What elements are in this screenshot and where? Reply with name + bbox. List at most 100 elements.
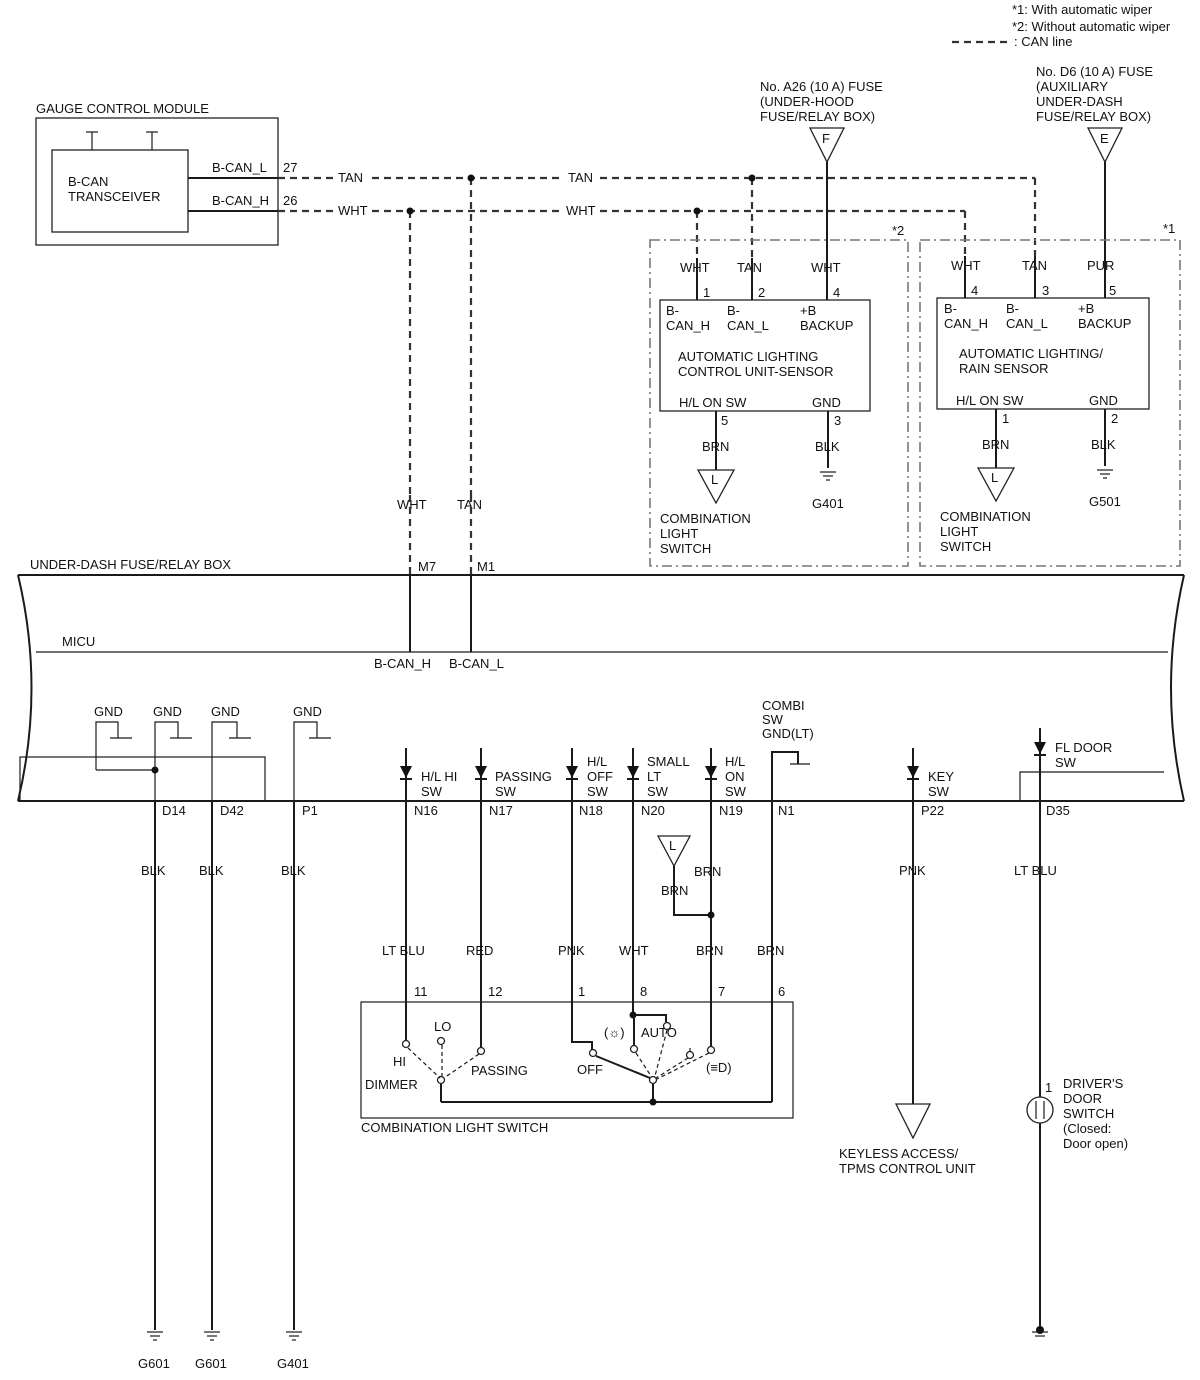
label-sensor2-p6: 3 [834,413,841,428]
fuse-a26: No. A26 (10 A) FUSE (UNDER-HOOD FUSE/REL… [760,79,883,300]
label-inputs-small_a: SMALL [647,754,690,769]
pin-p22: P22 [921,803,944,818]
label-grounds-blk: BLK [141,863,166,878]
label-sensor1-p3: 5 [1109,283,1116,298]
label-inputs-hloff_c: SW [587,784,609,799]
label-harness-p11: 11 [414,984,428,999]
gauge-pin-l-name: B-CAN_L [212,160,267,175]
label-inputs-key_b: SW [928,784,950,799]
micu-grounds: GND GND GND GND D14 D42 P1 BLK BLK BLK G… [94,704,331,1371]
fuse-a26-tag: F [822,131,830,146]
label-door-l4: (Closed: [1063,1121,1111,1136]
label-sensor2-pin2a: B- [727,303,740,318]
label-inputs-hloff_a: H/L [587,754,607,769]
legend: *1: With automatic wiper *2: Without aut… [952,2,1171,49]
combination-switch-harness: L BRN BRN LT BLU RED PNK WHT BRN BRN 11 … [382,801,1057,1330]
micu-ground-block [19,756,266,802]
label-sensor1-p6: 2 [1111,411,1118,426]
keyless-access-unit: KEYLESS ACCESS/ TPMS CONTROL UNIT [839,1103,976,1176]
label-door-pin: 1 [1045,1080,1052,1095]
sensor2-pin-2: 2 [758,285,765,300]
can-tan-label-2: TAN [568,170,593,185]
pin-d35: D35 [1046,803,1070,818]
gauge-pin-h-name: B-CAN_H [212,193,269,208]
label-combo_switch-hi: HI [393,1054,406,1069]
pin-n17: N17 [489,803,513,818]
label-inputs-small_b: LT [647,769,661,784]
label-sensor2-w6: BLK [815,439,840,454]
keyless-label-2: TPMS CONTROL UNIT [839,1161,976,1176]
label-harness-door_color: LT BLU [1014,863,1057,878]
legend-note-1: *1: With automatic wiper [1012,2,1153,17]
label-harness-p12: 12 [488,984,502,999]
label-door-l1: DRIVER'S [1063,1076,1124,1091]
label-inputs-pass_b: SW [495,784,517,799]
gauge-pin-l-number: 27 [283,160,297,175]
legend-note-2: *2: Without automatic wiper [1012,19,1171,34]
label-sensor1-dest1: COMBINATION [940,509,1031,524]
pin-d42: D42 [220,803,244,818]
label-grounds-blk: BLK [199,863,224,878]
sensor2-wire-2: TAN [737,260,762,275]
label-inputs-pass_a: PASSING [495,769,552,784]
label-combo_switch-lo: LO [434,1019,451,1034]
label-combo_switch-auto: AUTO [641,1025,677,1040]
label-harness-p7: 7 [718,984,725,999]
label-sensor1-sw: H/L ON SW [956,393,1024,408]
sensor1-ground: G501 [1089,494,1121,509]
can-wht-label-2: WHT [566,203,596,218]
label-grounds-gnd: GND [94,704,123,719]
lighting-rain-sensor: *1 WHT TAN PUR 4 3 5 B- CAN_H B- CAN_L +… [919,221,1181,567]
label-harness-brn: BRN [694,864,721,879]
label-combo_switch-passing: PASSING [471,1063,528,1078]
label-sensor1-p5: 1 [1002,411,1009,426]
label-sensor1-pin3a: +B [1078,301,1094,316]
option-1-region [919,239,1181,567]
combination-switch-title: COMBINATION LIGHT SWITCH [361,1120,548,1135]
fuse-a26-label-2: (UNDER-HOOD [760,94,854,109]
label-grounds-gnd: GND [153,704,182,719]
label-sensor1-gnd: GND [1089,393,1118,408]
label-sensor2-pin1b: CAN_H [666,318,710,333]
micu-pin-m1: M1 [477,559,495,574]
label-sensor2-pin3b: BACKUP [800,318,853,333]
micu-tan-label: TAN [457,497,482,512]
label-harness-p1: 1 [578,984,585,999]
label-inputs-hlon_c: SW [725,784,747,799]
pin-n19: N19 [719,803,743,818]
option-2-region [649,239,909,567]
label-sensor1-p1: 4 [971,283,978,298]
label-sensor2-p5: 5 [721,413,728,428]
label-harness-c8: WHT [619,943,649,958]
ground-g401: G401 [277,1356,309,1371]
label-sensor2-dest3: SWITCH [660,541,711,556]
gauge-pin-h-number: 26 [283,193,297,208]
fuse-d6-tag: E [1100,131,1109,146]
transceiver-label-2: TRANSCEIVER [68,189,160,204]
fuse-d6-label-3: UNDER-DASH [1036,94,1123,109]
label-sensor2-pin1a: B- [666,303,679,318]
label-inputs-combi_c: GND(LT) [762,726,814,741]
sensor2-wire-1: WHT [680,260,710,275]
combination-light-switch: LO HI DIMMER PASSING AUTO OFF (☼) (≡D) [360,1001,794,1135]
label-harness-c6: BRN [757,943,784,958]
fuse-d6-label-4: FUSE/RELAY BOX) [1036,109,1151,124]
sensor1-box [936,297,1150,410]
label-sensor2-pin2b: CAN_L [727,318,769,333]
pin-p1: P1 [302,803,318,818]
label-harness-c1: PNK [558,943,585,958]
sensor1-name-1: AUTOMATIC LIGHTING/ [959,346,1103,361]
combination-switch-box [360,1001,794,1119]
label-sensor1-pin1a: B- [944,301,957,316]
label-door-l2: DOOR [1063,1091,1102,1106]
label-combo_switch-small_sym: (☼) [604,1025,625,1040]
sensor2-sw-label: H/L ON SW [679,395,747,410]
micu-bcan-h: B-CAN_H [374,656,431,671]
fuse-d6-label-2: (AUXILIARY [1036,79,1108,94]
transceiver-box [51,149,189,233]
option-1-mark: *1 [1163,221,1175,236]
ground-g601-b: G601 [195,1356,227,1371]
label-combo_switch-dimmer: DIMMER [365,1077,418,1092]
sensor1-connector-tag: L [991,470,998,485]
can-wht-label-1: WHT [338,203,368,218]
